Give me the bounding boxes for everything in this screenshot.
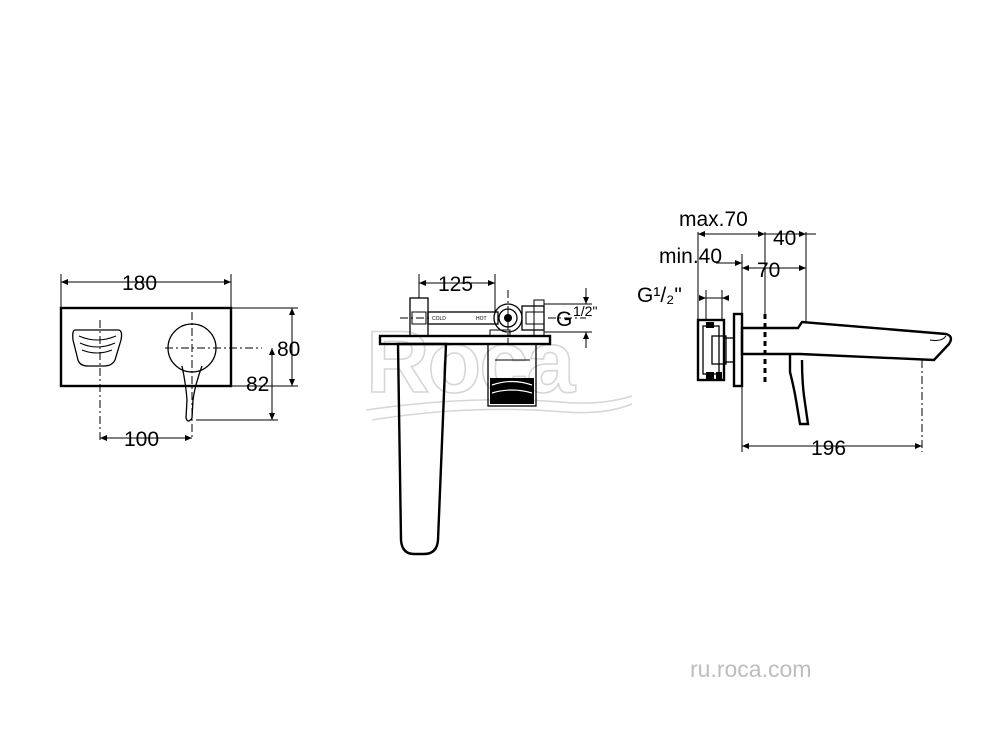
top-spout	[396, 342, 448, 556]
side-view: max.70 40 min.40 70 G¹/₂" 196	[637, 208, 953, 460]
dim-100: 100	[124, 428, 159, 451]
thread-g-frac: 1/2"	[573, 303, 597, 319]
site-url: ru.roca.com	[690, 656, 811, 682]
side-concealed-body	[696, 318, 735, 382]
side-lever	[788, 354, 810, 426]
dim-70: 70	[757, 259, 780, 282]
top-concealed-body: COLD HOT	[409, 297, 545, 337]
front-spout-outlet	[72, 329, 123, 367]
front-view: 180 80 82 100	[59, 272, 300, 451]
front-wall-plate	[59, 306, 233, 388]
dim-82: 82	[246, 373, 269, 396]
dim-125: 125	[438, 273, 473, 296]
dim-80: 80	[277, 338, 300, 361]
top-cover-plate	[378, 334, 552, 346]
side-spout	[740, 320, 953, 362]
dim-196: 196	[811, 437, 846, 460]
dim-min-40: min.40	[659, 245, 722, 268]
svg-text:COLD: COLD	[432, 316, 446, 322]
thread-g-prefix: G	[556, 308, 572, 331]
dim-max-70: max.70	[679, 208, 748, 231]
side-thread-label: G¹/₂"	[637, 284, 682, 307]
svg-text:HOT: HOT	[476, 316, 487, 322]
dim-180: 180	[122, 272, 157, 295]
top-handle-body	[487, 343, 537, 407]
dim-40: 40	[773, 227, 796, 250]
top-view: COLD HOT 125 G 1/2"	[378, 273, 597, 556]
